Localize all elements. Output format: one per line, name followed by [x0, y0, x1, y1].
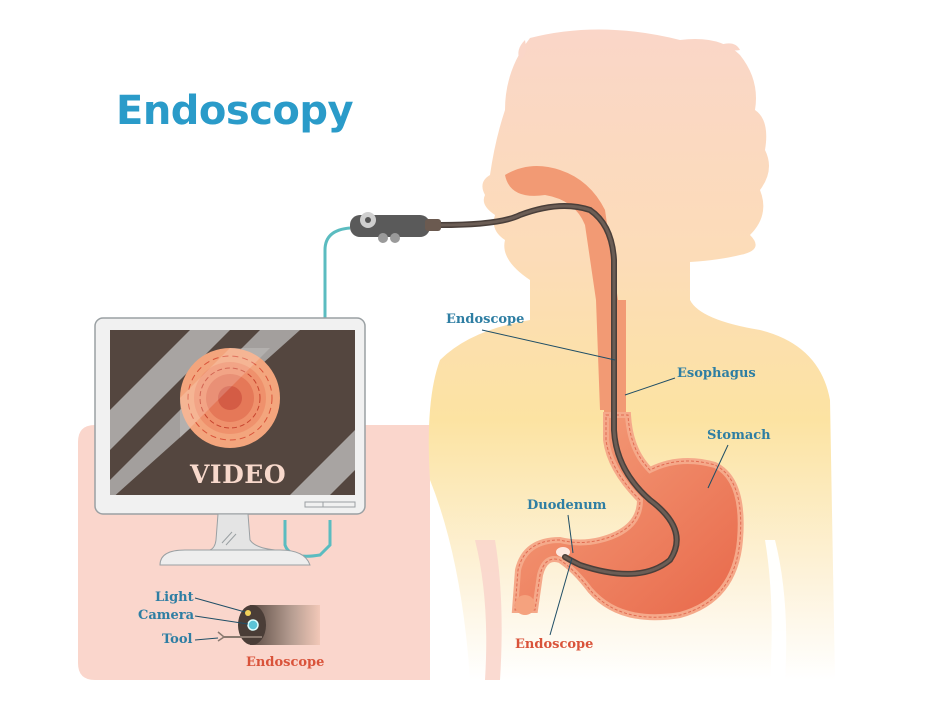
label-leader-lines [481, 329, 729, 636]
endoscope-tip-detail [194, 597, 320, 645]
label-stomach: Stomach [707, 428, 771, 443]
label-duodenum: Duodenum [527, 498, 607, 513]
video-monitor [94, 317, 366, 566]
label-tool: Tool [162, 632, 193, 647]
stomach-organ [511, 412, 744, 621]
page-title: Endoscopy [116, 88, 354, 134]
label-esophagus: Esophagus [677, 366, 756, 381]
label-light: Light [155, 590, 194, 605]
label-tip-caption: Endoscope [246, 655, 325, 670]
label-endoscope-lower: Endoscope [515, 637, 594, 652]
screen-video-label: VIDEO [190, 460, 287, 489]
endoscope-handle [350, 212, 441, 243]
label-endoscope-upper: Endoscope [446, 312, 525, 327]
label-camera: Camera [138, 608, 195, 623]
